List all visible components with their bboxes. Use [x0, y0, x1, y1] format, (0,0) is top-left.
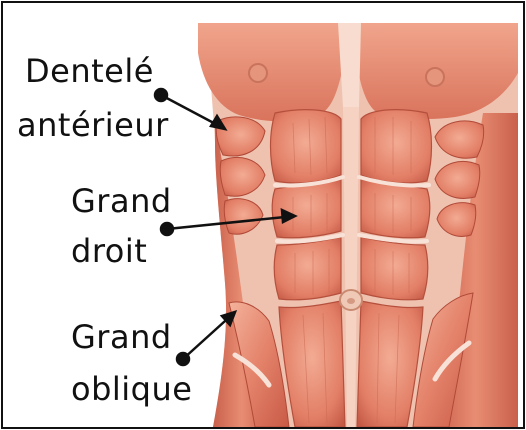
- right-nipple: [426, 68, 444, 86]
- label-oblique-line2: oblique: [71, 373, 192, 405]
- label-serratus-line1: Dentelé: [25, 55, 154, 87]
- label-serratus-line2: antérieur: [17, 109, 169, 141]
- label-rectus-line2: droit: [71, 235, 147, 267]
- left-nipple: [249, 64, 267, 82]
- label-oblique-line1: Grand: [71, 321, 172, 353]
- label-rectus-line1: Grand: [71, 185, 172, 217]
